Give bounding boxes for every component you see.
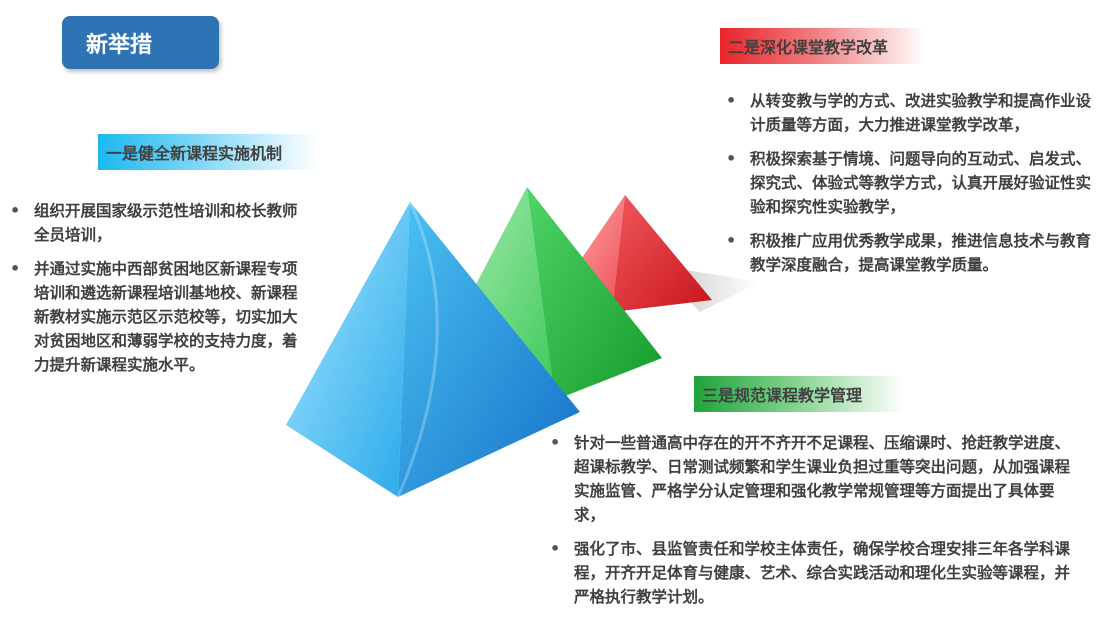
bullet-icon: •	[550, 539, 561, 558]
list-item: •强化了市、县监管责任和学校主体责任，确保学校合理安排三年各学科课程，开齐开足体…	[550, 539, 1071, 606]
page-title: 新举措	[62, 16, 219, 69]
blue-pyramid	[286, 201, 580, 498]
section-three-heading: 三是规范课程教学管理	[694, 376, 904, 412]
bullet-icon: •	[726, 231, 737, 250]
bullet-icon: •	[726, 91, 737, 110]
red-pyramid	[560, 195, 760, 312]
bullet-icon: •	[10, 201, 21, 220]
list-item: •积极探索基于情境、问题导向的互动式、启发式、探究式、体验式等教学方式，认真开展…	[726, 149, 1092, 216]
list-item: •从转变教与学的方式、改进实验教学和提高作业设计质量等方面，大力推进课堂教学改革…	[726, 91, 1092, 134]
bullet-icon: •	[726, 149, 737, 168]
section-three-list: •针对一些普通高中存在的开不齐开不足课程、压缩课时、抢赶教学进度、超课标教学、日…	[546, 431, 1076, 619]
section-one-list: •组织开展国家级示范性培训和校长教师全员培训， •并通过实施中西部贫困地区新课程…	[6, 199, 306, 387]
section-one-heading: 一是健全新课程实施机制	[98, 134, 318, 170]
list-item: •并通过实施中西部贫困地区新课程专项培训和遴选新课程培训基地校、新课程新教材实施…	[10, 259, 298, 374]
section-two-list: •从转变教与学的方式、改进实验教学和提高作业设计质量等方面，大力推进课堂教学改革…	[722, 89, 1092, 287]
bullet-icon: •	[10, 259, 21, 278]
bullet-icon: •	[550, 433, 561, 452]
section-two-heading: 二是深化课堂教学改革	[720, 28, 925, 64]
list-item: •组织开展国家级示范性培训和校长教师全员培训，	[10, 201, 298, 244]
list-item: •针对一些普通高中存在的开不齐开不足课程、压缩课时、抢赶教学进度、超课标教学、日…	[550, 433, 1071, 524]
list-item: •积极推广应用优秀教学成果，推进信息技术与教育教学深度融合，提高课堂教学质量。	[726, 231, 1092, 274]
